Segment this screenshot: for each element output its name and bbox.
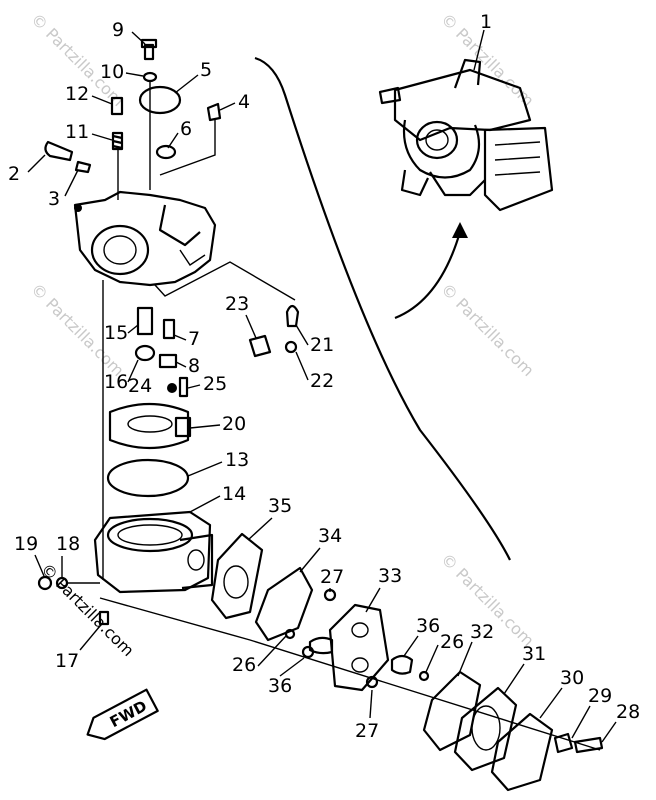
label-part-27a: 27 [320, 566, 344, 588]
label-part-31: 31 [522, 643, 546, 665]
diaphragm-34 [254, 566, 314, 642]
float-bowl-illustration [93, 510, 214, 594]
label-part-4: 4 [238, 91, 250, 113]
float-illustration [108, 402, 192, 450]
gasket-31 [453, 686, 518, 772]
label-part-18: 18 [56, 533, 80, 555]
label-part-14: 14 [222, 483, 246, 505]
label-part-26a: 26 [232, 654, 256, 676]
label-part-28: 28 [616, 701, 640, 723]
watermark-6: © Partzilla.com [37, 559, 138, 660]
label-part-9: 9 [112, 19, 124, 41]
label-part-12: 12 [65, 83, 89, 105]
label-part-19: 19 [14, 533, 38, 555]
label-part-13: 13 [225, 449, 249, 471]
callout-labels: 1 2 3 4 5 6 7 8 9 10 11 12 13 14 15 16 1… [8, 11, 640, 742]
leader-lines [27, 29, 617, 743]
label-part-22: 22 [310, 370, 334, 392]
label-part-35: 35 [268, 495, 292, 517]
assembly-bracket-line [254, 56, 511, 561]
upper-body-illustration [73, 190, 217, 287]
gasket-35 [210, 532, 264, 620]
label-part-34: 34 [318, 525, 342, 547]
fwd-arrow: FWD [86, 688, 159, 741]
label-part-1: 1 [480, 11, 492, 33]
label-part-2: 2 [8, 163, 20, 185]
label-part-23: 23 [225, 293, 249, 315]
guide-line [99, 597, 601, 751]
label-part-20: 20 [222, 413, 246, 435]
label-part-32: 32 [470, 621, 494, 643]
assembly-arrowhead [452, 222, 468, 238]
label-part-17: 17 [55, 650, 79, 672]
label-part-5: 5 [200, 59, 212, 81]
watermark-4: © Partzilla.com [437, 279, 538, 380]
label-part-30: 30 [560, 667, 584, 689]
label-part-6: 6 [180, 118, 192, 140]
float-bowl-gasket [106, 458, 190, 498]
label-part-25: 25 [203, 373, 227, 395]
label-part-7: 7 [188, 328, 200, 350]
label-part-21: 21 [310, 334, 334, 356]
pump-cover-30 [490, 712, 554, 792]
label-part-15: 15 [104, 322, 128, 344]
label-part-36b: 36 [268, 675, 292, 697]
top-small-parts [44, 38, 222, 200]
label-part-27b: 27 [355, 720, 379, 742]
label-part-26b: 26 [440, 631, 464, 653]
middle-small-parts [102, 261, 300, 580]
label-part-3: 3 [48, 188, 60, 210]
label-part-24: 24 [128, 375, 152, 397]
label-part-33: 33 [378, 565, 402, 587]
label-part-36a: 36 [416, 615, 440, 637]
fuel-pump-body-33 [308, 603, 414, 692]
carburetor-assembly-illustration [378, 58, 554, 212]
label-part-10: 10 [100, 61, 124, 83]
fuel-pump-fasteners [284, 588, 604, 754]
label-part-16: 16 [104, 371, 128, 393]
label-part-29: 29 [588, 685, 612, 707]
label-part-11: 11 [65, 121, 89, 143]
label-part-8: 8 [188, 355, 200, 377]
assembly-arrow [394, 231, 462, 320]
